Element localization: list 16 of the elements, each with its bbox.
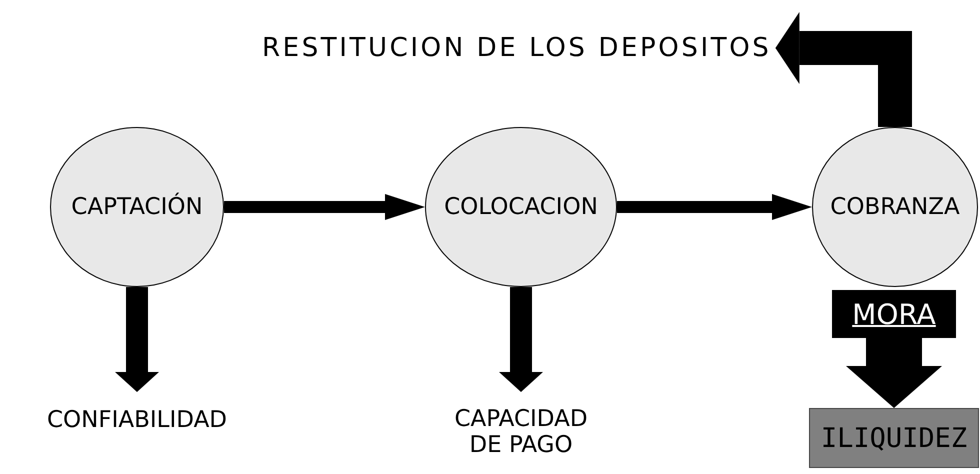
node-label: MORA xyxy=(852,298,936,330)
result-box xyxy=(809,408,979,468)
node-label: ILIQUIDEZ xyxy=(820,422,968,454)
node-label: COBRANZA xyxy=(830,194,960,220)
node-label: CAPACIDAD DE PAGO xyxy=(453,406,589,458)
block-arrow xyxy=(499,287,543,392)
block-arrow xyxy=(846,338,942,408)
node-label: RESTITUCION DE LOS DEPOSITOS xyxy=(262,33,772,63)
block-arrow xyxy=(115,287,159,392)
status-box xyxy=(832,290,956,338)
node-label: CAPTACIÓN xyxy=(71,194,203,220)
node-label: CONFIABILIDAD xyxy=(46,407,228,433)
block-arrow xyxy=(775,12,912,127)
block-arrow xyxy=(617,194,812,220)
block-arrow xyxy=(224,194,425,220)
node-label: COLOCACION xyxy=(444,194,598,220)
